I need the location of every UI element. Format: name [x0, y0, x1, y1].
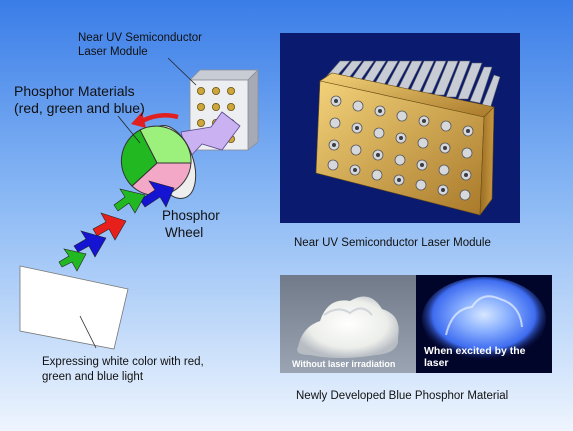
- red-light-arrow: [92, 212, 127, 241]
- rotation-arrow-icon: [140, 112, 179, 124]
- laser-module-icon: [189, 69, 259, 151]
- green-light-arrow-2: [58, 248, 87, 272]
- phosphor-materials-label: Phosphor Materials (red, green and blue): [14, 83, 145, 117]
- white-color-line1: Expressing white color with red,: [42, 356, 204, 368]
- blue-light-arrow: [139, 180, 175, 208]
- laser-module-label-line1: Near UV Semiconductor: [78, 32, 202, 44]
- laser-module-label-line2: Laser Module: [78, 45, 148, 58]
- white-color-label: Expressing white color with red, green a…: [42, 355, 252, 385]
- laser-leader-line: [167, 57, 197, 86]
- laser-module-label: Near UV Semiconductor Laser Module: [78, 32, 202, 60]
- phosphor-wheel-line2: Wheel: [165, 224, 204, 240]
- powder-photo: Without laser irradiation: [280, 275, 416, 373]
- phosphor-material-caption: Newly Developed Blue Phosphor Material: [296, 390, 509, 402]
- without-irradiation-label: Without laser irradiation: [292, 359, 396, 369]
- white-color-line2: green and blue light: [42, 370, 144, 383]
- green-light-arrow: [113, 188, 146, 214]
- glowing-powder-photo: When excited by the laser: [416, 275, 552, 373]
- laser-module-photo: [280, 33, 520, 223]
- laser-module-caption: Near UV Semiconductor Laser Module: [294, 237, 491, 249]
- white-screen: [19, 265, 129, 350]
- phosphor-wheel-label: Phosphor Wheel: [162, 208, 220, 242]
- screen-leader-line: [79, 315, 97, 349]
- uv-beam-arrow: [180, 111, 241, 160]
- phosphor-materials-line1: Phosphor Materials: [14, 83, 135, 99]
- blue-light-arrow-2: [73, 230, 107, 258]
- phosphor-wheel-line1: Phosphor: [162, 208, 220, 223]
- phosphor-leader-line: [117, 115, 141, 144]
- when-excited-label: When excited by the laser: [424, 345, 526, 370]
- phosphor-wheel: [120, 125, 197, 199]
- phosphor-materials-line2: (red, green and blue): [14, 99, 145, 116]
